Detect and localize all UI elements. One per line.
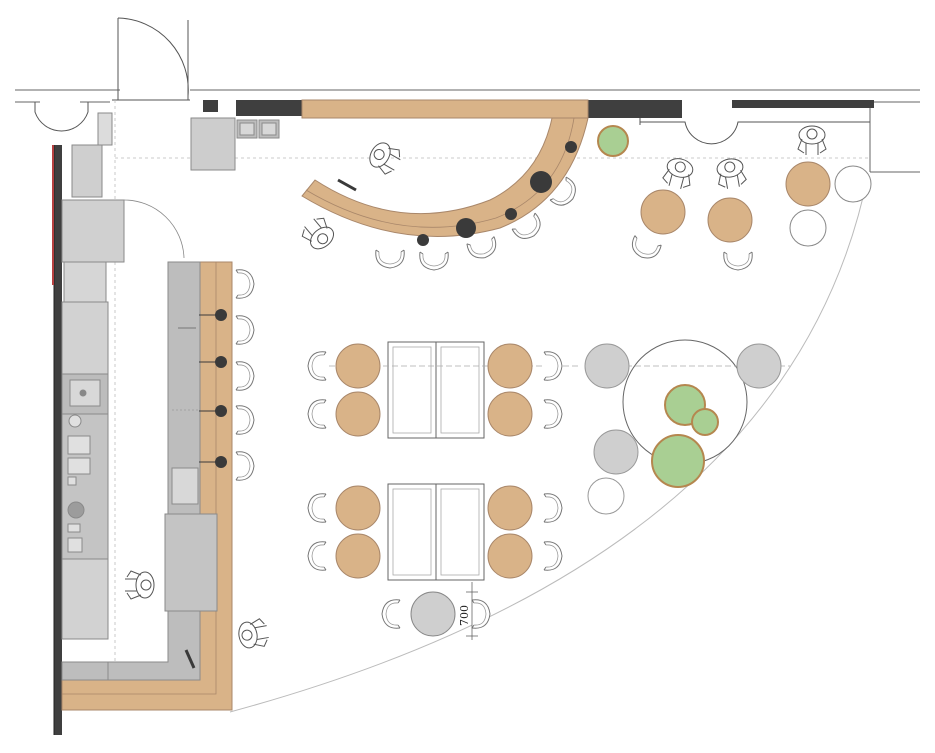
dimension-label: 700	[458, 605, 471, 626]
bar-counter	[61, 261, 233, 711]
booth-group-upper	[307, 341, 580, 439]
back-bar-equipment	[61, 112, 125, 640]
lounge-group	[584, 339, 790, 515]
window-arc-left	[34, 102, 89, 132]
planter-top	[597, 125, 629, 157]
bar-chairs-straight	[235, 269, 255, 481]
two-top-table: 700	[381, 582, 491, 640]
service-door-swing	[123, 199, 185, 259]
left-wall-red-accent	[52, 145, 54, 285]
bay-window-niche	[639, 118, 870, 145]
window-tables	[628, 161, 872, 271]
back-wood-counter	[301, 99, 589, 119]
building-outline	[15, 89, 920, 173]
top-wall-segment-3	[588, 100, 682, 118]
top-wall-segment-4	[732, 100, 874, 108]
top-wall-segment-1	[203, 100, 218, 112]
booth-group-lower	[307, 483, 563, 581]
floor-arc-guide	[229, 174, 869, 713]
left-wall	[54, 145, 62, 735]
bar-stools-straight	[199, 309, 227, 468]
entrance-door	[112, 17, 190, 101]
top-wall-segment-2	[236, 100, 302, 116]
floor-guides	[114, 100, 870, 690]
entry-equipment	[190, 117, 280, 171]
bar-stools-curved	[417, 141, 577, 246]
